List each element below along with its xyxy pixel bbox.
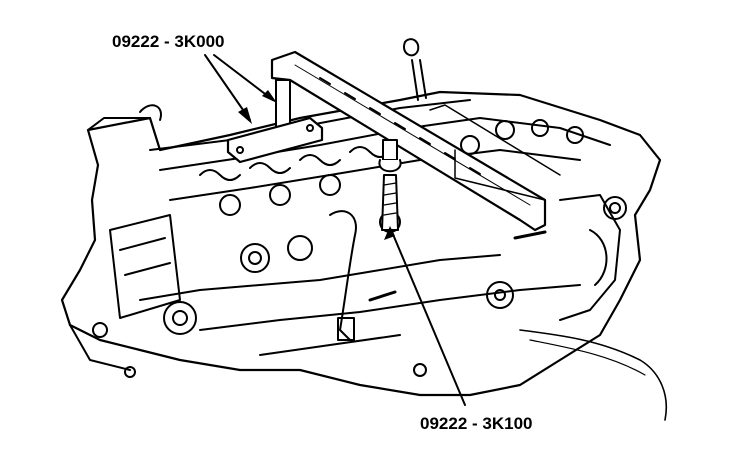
leader-lines (204, 54, 466, 406)
tool-09222-3K000 (226, 50, 561, 232)
label-tool-09222-3K100: 09222 - 3K100 (420, 414, 533, 433)
tool-09222-3K100 (378, 139, 402, 231)
leader-arrowheads (238, 90, 395, 240)
label-tool-09222-3K000: 09222 - 3K000 (112, 32, 225, 51)
